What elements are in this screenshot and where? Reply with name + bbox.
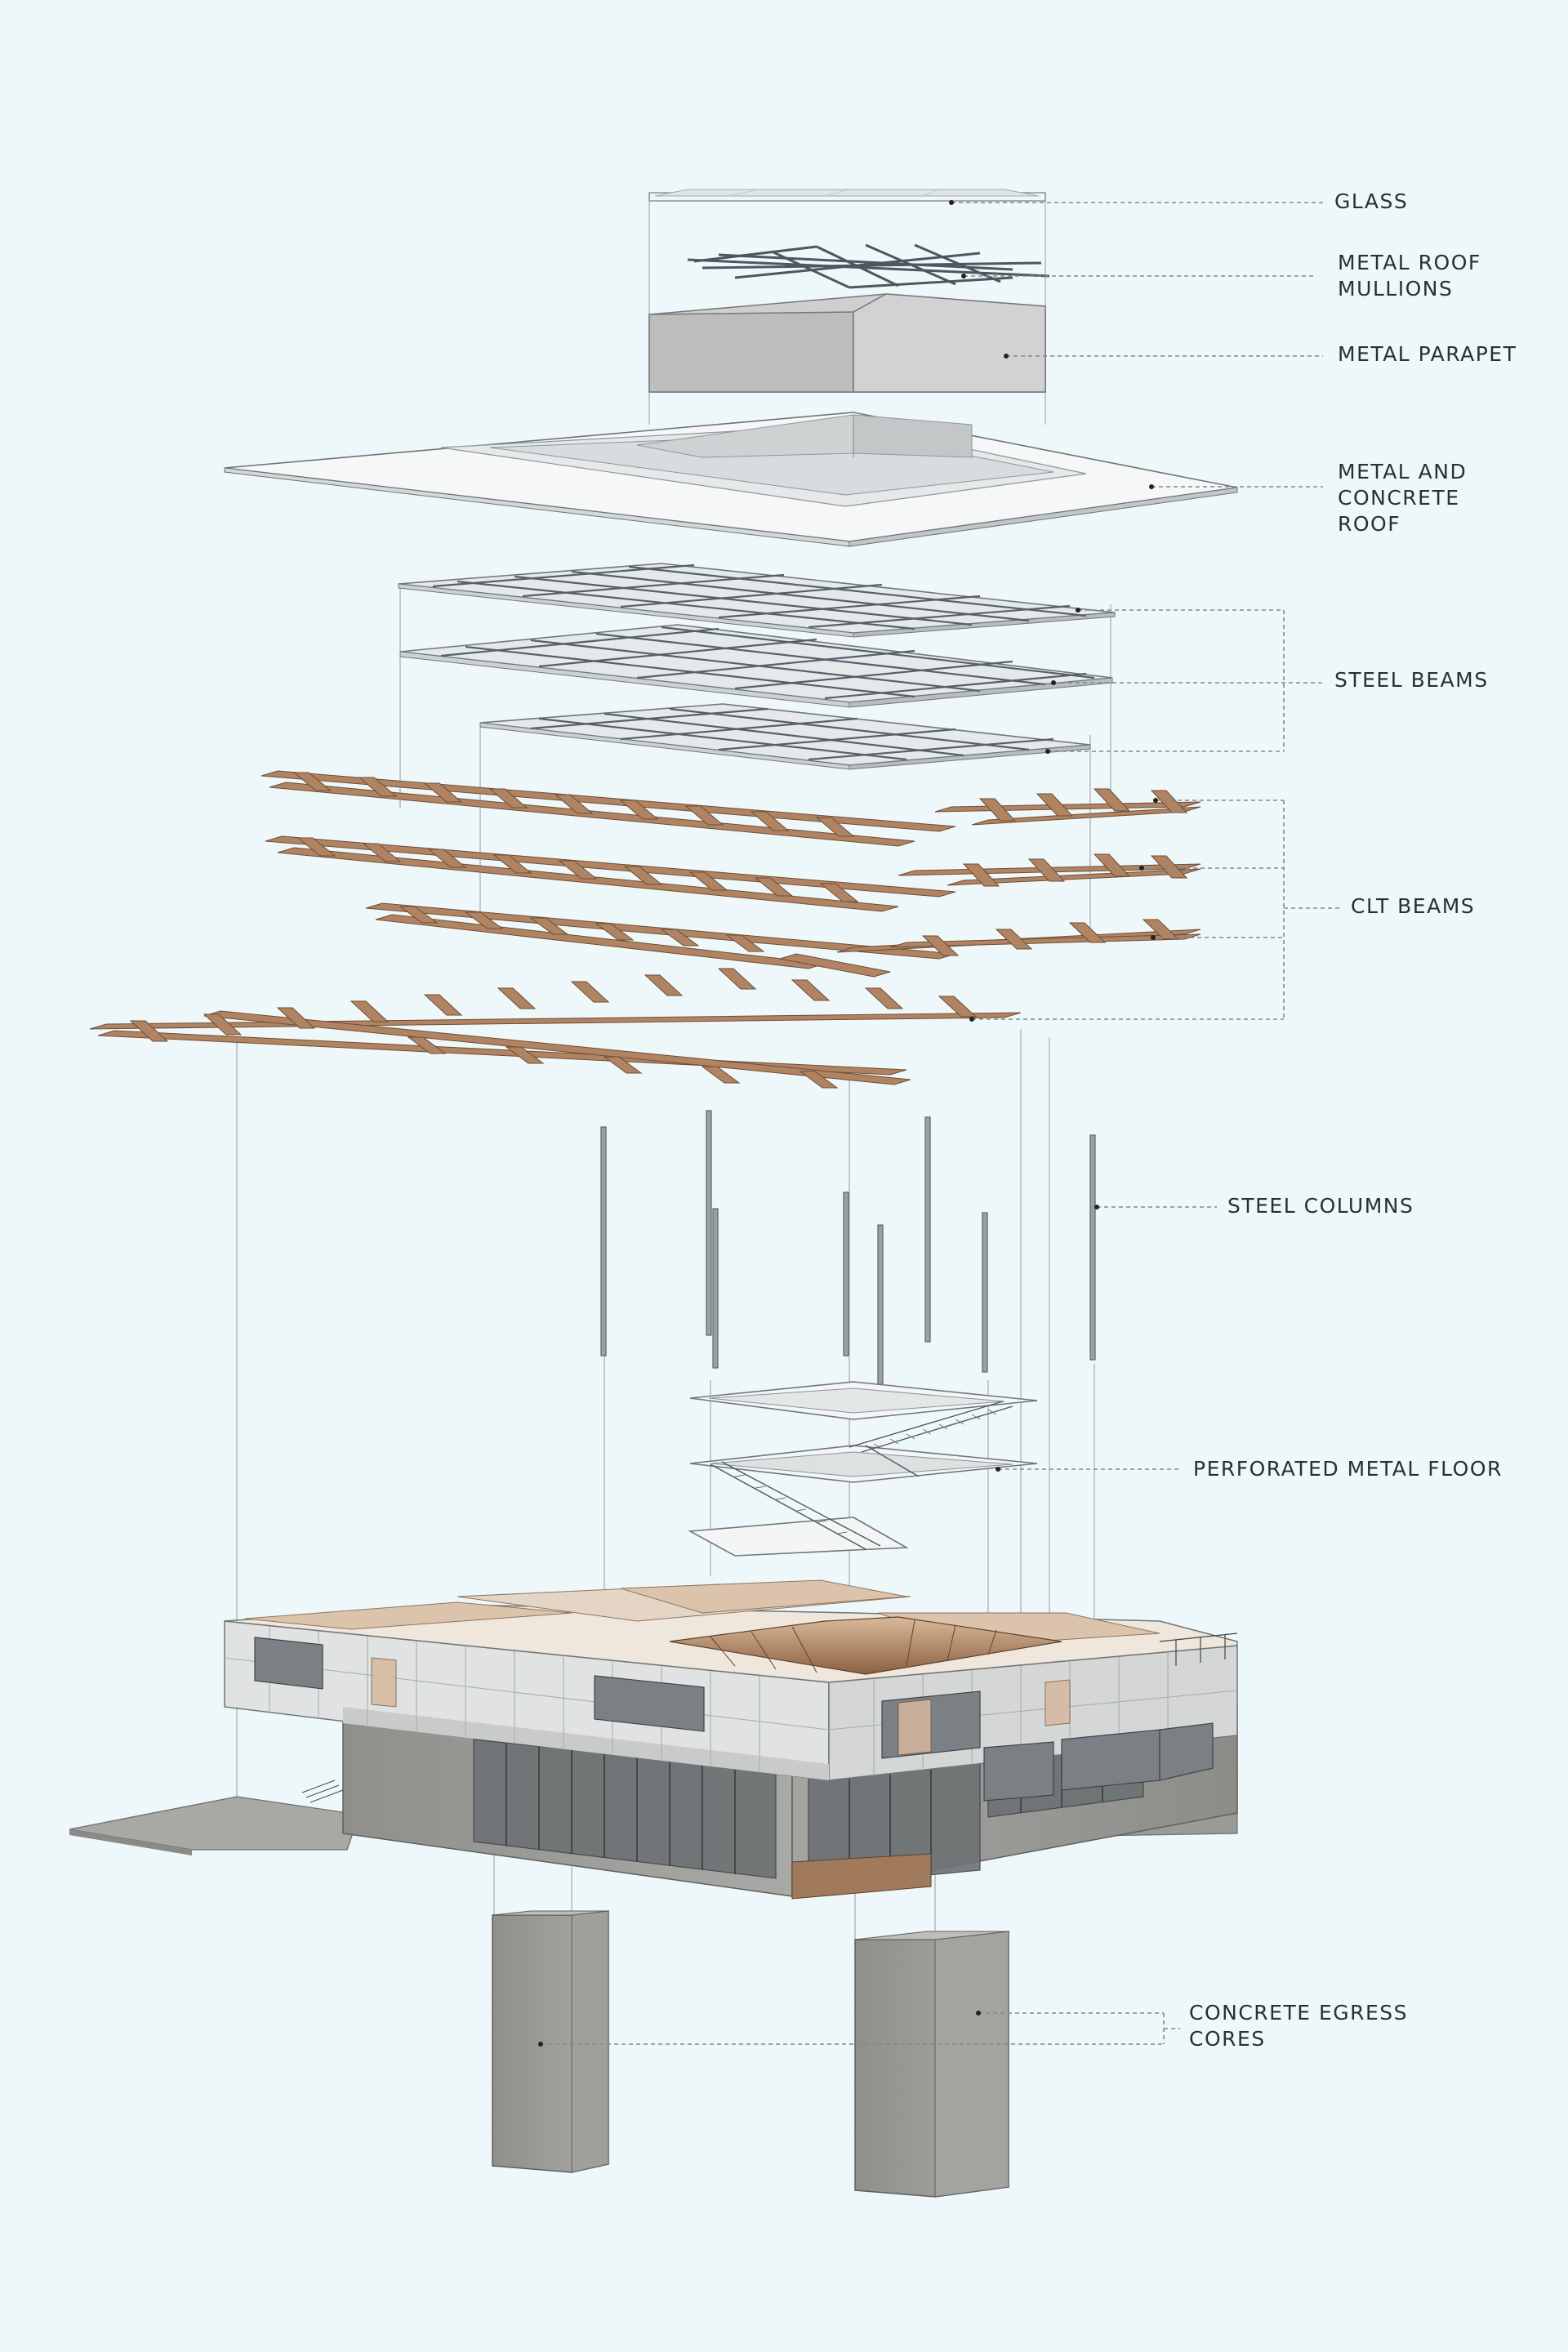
label-line: MULLIONS (1338, 277, 1454, 301)
label-concrete-egress-cores: CONCRETE EGRESS CORES (1189, 2000, 1408, 2052)
metal-parapet-layer (648, 293, 1046, 393)
steel-beams-layer-1 (398, 563, 1116, 638)
label-steel-columns: STEEL COLUMNS (1227, 1194, 1414, 1218)
steel-beams-layer-3 (479, 703, 1091, 770)
steel-beams-layer-2 (399, 624, 1113, 708)
label-line: ROOF (1338, 512, 1401, 536)
label-steel-beams: STEEL BEAMS (1334, 668, 1489, 692)
glass-layer (648, 189, 1046, 202)
label-line: METAL AND (1338, 460, 1468, 483)
metal-concrete-roof-layer (224, 412, 1238, 547)
label-line: METAL ROOF (1338, 251, 1481, 274)
label-perforated-metal-floor: PERFORATED METAL FLOOR (1193, 1457, 1503, 1481)
perforated-metal-floor-layer (688, 1381, 1038, 1557)
concrete-egress-cores-layer (492, 1910, 1009, 2198)
label-metal-parapet: METAL PARAPET (1338, 342, 1517, 366)
metal-roof-mullions-layer (687, 243, 1050, 289)
leader-lines (538, 200, 1339, 2047)
clt-beams-layer (89, 770, 1201, 1089)
label-metal-roof-mullions: METAL ROOF MULLIONS (1338, 250, 1481, 302)
label-glass: GLASS (1334, 189, 1409, 213)
building-assembly (69, 1579, 1238, 1900)
registration-lines (236, 193, 1111, 1940)
label-line: CONCRETE (1338, 486, 1460, 510)
label-line: CORES (1189, 2027, 1266, 2051)
steel-columns-layer (600, 1110, 1096, 1385)
label-clt-beams: CLT BEAMS (1351, 894, 1476, 918)
label-metal-and-concrete-roof: METAL AND CONCRETE ROOF (1338, 459, 1467, 537)
label-line: CONCRETE EGRESS (1189, 2001, 1409, 2025)
